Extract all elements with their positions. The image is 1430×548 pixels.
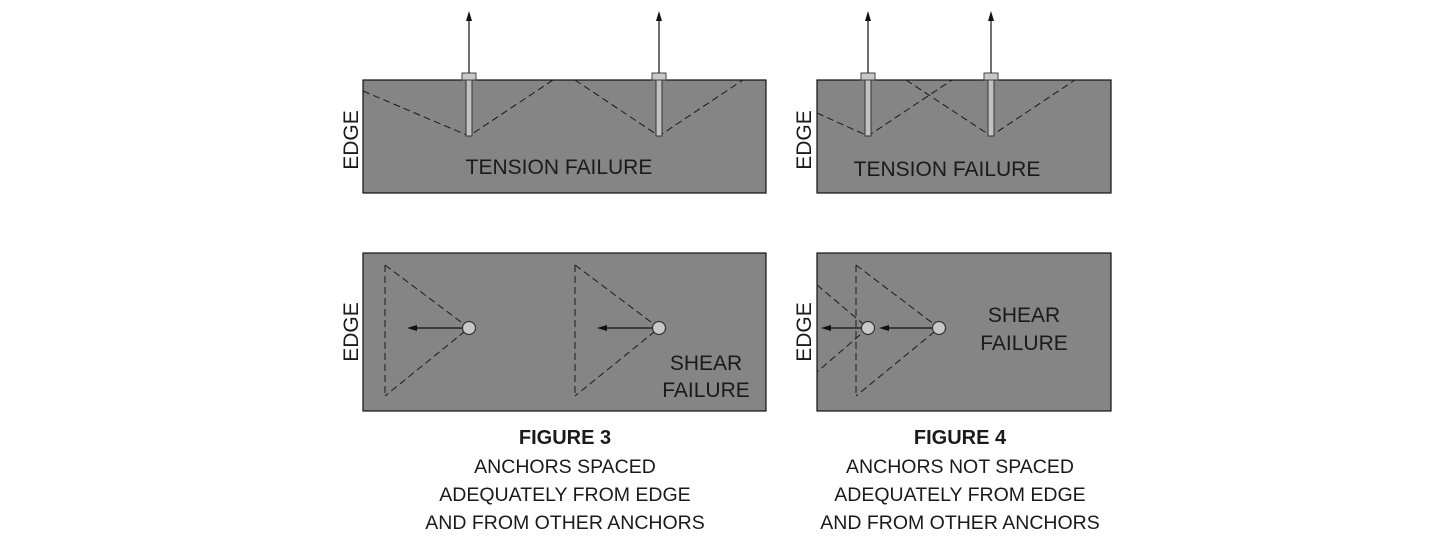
edge-label: EDGE (793, 110, 816, 170)
failure-label: SHEAR (988, 304, 1060, 327)
edge-label: EDGE (340, 110, 363, 170)
anchor-plate (461, 72, 477, 81)
arrow-head (988, 11, 994, 21)
arrow-head (656, 11, 662, 21)
arrow-head (597, 325, 607, 331)
arrow-head (821, 325, 831, 331)
anchor-rod (465, 79, 473, 137)
anchor-point (860, 320, 876, 336)
failure-label: TENSION FAILURE (466, 156, 653, 179)
anchor-plate (651, 72, 667, 81)
caption-line: AND FROM OTHER ANCHORS (820, 512, 1100, 534)
concrete-slab (362, 252, 767, 412)
edge-label: EDGE (340, 302, 363, 362)
figure4-caption: FIGURE 4 ANCHORS NOT SPACED ADEQUATELY F… (820, 427, 1100, 534)
figure3-tension-panel: TENSION FAILURE EDGE (340, 11, 767, 194)
figure-title: FIGURE 3 (519, 427, 611, 449)
arrow-head (865, 11, 871, 21)
anchor-rod (655, 79, 663, 137)
figure-title: FIGURE 4 (914, 427, 1007, 449)
arrow-head (879, 325, 889, 331)
caption-line: ADEQUATELY FROM EDGE (834, 484, 1085, 506)
caption-line: AND FROM OTHER ANCHORS (425, 512, 705, 534)
anchor-point (931, 320, 947, 336)
concrete-slab (362, 79, 767, 194)
anchor-point (461, 320, 477, 336)
failure-label: SHEAR (670, 352, 742, 375)
anchor-plate (983, 72, 999, 81)
anchor-plate (860, 72, 876, 81)
figure3-shear-panel: SHEAR FAILURE EDGE (340, 252, 767, 412)
anchor-rod (987, 79, 995, 137)
failure-label: TENSION FAILURE (854, 158, 1041, 181)
figure4-shear-panel: SHEAR FAILURE EDGE (793, 252, 1112, 412)
arrow-head (407, 325, 417, 331)
figure3-caption: FIGURE 3 ANCHORS SPACED ADEQUATELY FROM … (425, 427, 705, 534)
edge-label: EDGE (793, 302, 816, 362)
arrow-head (466, 11, 472, 21)
figure4-tension-panel: TENSION FAILURE EDGE (793, 11, 1112, 194)
caption-line: ANCHORS SPACED (474, 456, 656, 478)
failure-label: FAILURE (662, 379, 750, 402)
failure-label: FAILURE (980, 332, 1068, 355)
caption-line: ADEQUATELY FROM EDGE (439, 484, 690, 506)
caption-line: ANCHORS NOT SPACED (846, 456, 1074, 478)
anchor-point (651, 320, 667, 336)
anchor-rod (864, 79, 872, 137)
